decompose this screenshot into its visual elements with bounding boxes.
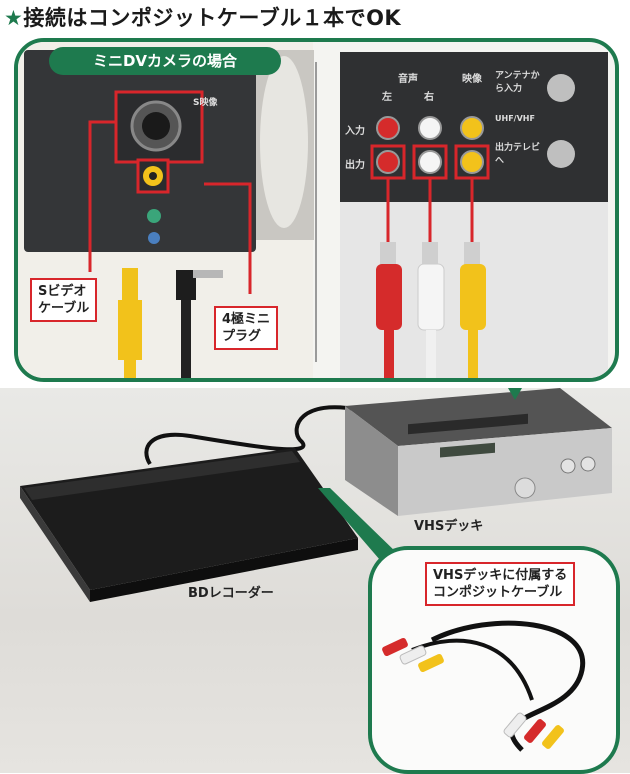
input-row-label: 入力 bbox=[345, 126, 365, 137]
video-label: 映像 bbox=[462, 74, 482, 85]
svideo-cable-label: Sビデオ ケーブル bbox=[30, 278, 98, 322]
uhf-vhf-label: UHF/VHF bbox=[495, 114, 535, 123]
page-title: ★接続はコンポジットケーブル１本でOK bbox=[4, 2, 401, 32]
bd-recorder-caption: BDレコーダー bbox=[188, 586, 274, 601]
title-text: 接続はコンポジットケーブル１本でOK bbox=[23, 6, 402, 30]
devices-illustration bbox=[20, 388, 612, 602]
composite-cable-image bbox=[382, 620, 586, 752]
antenna-out-label: 出力テレビへ bbox=[495, 143, 541, 166]
four-pole-plug-label: 4極ミニ プラグ bbox=[214, 306, 279, 350]
svideo-jack-label: S映像 bbox=[193, 98, 218, 108]
output-row-label: 出力 bbox=[345, 160, 365, 171]
vhs-deck-image bbox=[345, 388, 612, 516]
right-channel-label: 右 bbox=[424, 92, 434, 103]
connection-detail-panel: ミニDVカメラの場合 S映像 Sビデオ ケーブル 4極ミニ プラグ 音声 映像 … bbox=[14, 38, 619, 382]
composite-cable-label: VHSデッキに付属する コンポジットケーブル bbox=[425, 562, 576, 606]
antenna-in-label: アンテナから入力 bbox=[495, 71, 540, 94]
section-label-pill: ミニDVカメラの場合 bbox=[49, 47, 281, 75]
audio-label: 音声 bbox=[398, 74, 418, 85]
star-icon: ★ bbox=[4, 6, 24, 30]
composite-cable-callout: VHSデッキに付属する コンポジットケーブル bbox=[368, 546, 620, 774]
bd-recorder-image bbox=[20, 448, 358, 602]
vhs-deck-caption: VHSデッキ bbox=[414, 519, 484, 534]
left-channel-label: 左 bbox=[382, 92, 392, 103]
